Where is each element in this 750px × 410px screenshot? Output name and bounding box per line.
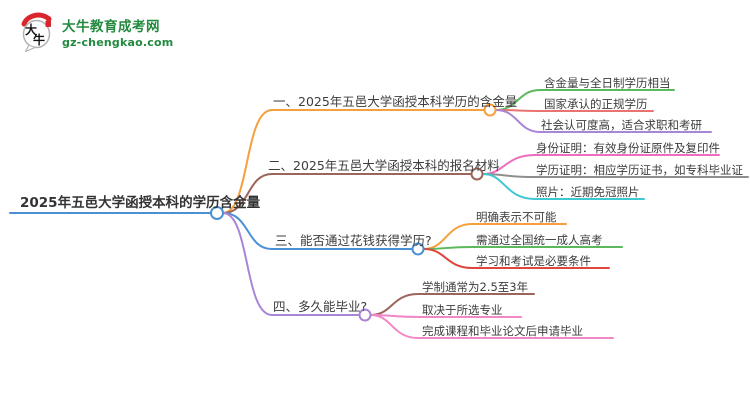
branch2-connector xyxy=(222,173,472,214)
branch2-child3-connector xyxy=(482,173,645,200)
svg-text:大: 大 xyxy=(25,22,37,37)
site-logo: 大 牛 大牛教育成考网 gz-chengkao.com xyxy=(20,12,173,52)
branch4-node[interactable]: 四、多久能毕业? xyxy=(273,299,368,314)
branch3-child1-node[interactable]: 明确表示不可能 xyxy=(476,210,557,224)
branch1-connector xyxy=(222,109,485,214)
branch1-node[interactable]: 一、2025年五邑大学函授本科学历的含金量 xyxy=(273,94,518,109)
root-node[interactable]: 2025年五邑大学函授本科的学历含金量 xyxy=(20,195,261,211)
branch2-node[interactable]: 二、2025年五邑大学函授本科的报名材料 xyxy=(268,158,500,173)
branch2-child3-node[interactable]: 照片：近期免冠照片 xyxy=(536,185,640,199)
branch1-child1-node[interactable]: 含金量与全日制学历相当 xyxy=(544,76,671,90)
branch3-child3-connector xyxy=(423,248,610,269)
logo-domain: gz-chengkao.com xyxy=(62,36,174,49)
branch2-child2-node[interactable]: 学历证明：相应学历证书，如专科毕业证 xyxy=(536,163,743,177)
branch3-child3-node[interactable]: 学习和考试是必要条件 xyxy=(476,254,591,268)
daniu-bubble-icon: 大 牛 xyxy=(21,12,52,52)
svg-text:牛: 牛 xyxy=(33,32,45,47)
branch1-child2-node[interactable]: 国家承认的正规学历 xyxy=(544,97,648,111)
branch4-child2-node[interactable]: 取决于所选专业 xyxy=(422,303,503,317)
branch2-child1-node[interactable]: 身份证明：有效身份证原件及复印件 xyxy=(536,141,720,155)
branch4-handle[interactable] xyxy=(358,308,372,322)
branch1-handle[interactable] xyxy=(483,103,497,117)
branch3-handle[interactable] xyxy=(411,242,425,256)
branch3-child2-connector xyxy=(423,246,623,250)
branch3-child2-node[interactable]: 需通过全国统一成人高考 xyxy=(476,233,603,247)
branch4-connector xyxy=(222,212,360,316)
branch3-connector xyxy=(222,212,413,250)
branch4-child3-node[interactable]: 完成课程和毕业论文后申请毕业 xyxy=(422,324,583,338)
branch3-node[interactable]: 三、能否通过花钱获得学历? xyxy=(275,233,432,248)
branch4-child3-connector xyxy=(370,314,614,339)
root-handle[interactable] xyxy=(210,206,224,220)
branch1-child3-connector xyxy=(495,109,712,133)
branch4-child1-node[interactable]: 学制通常为2.5至3年 xyxy=(422,280,529,294)
branch1-child3-node[interactable]: 社会认可度高，适合求职和考研 xyxy=(541,118,702,132)
branch2-handle[interactable] xyxy=(470,167,484,181)
logo-title: 大牛教育成考网 xyxy=(62,19,160,35)
